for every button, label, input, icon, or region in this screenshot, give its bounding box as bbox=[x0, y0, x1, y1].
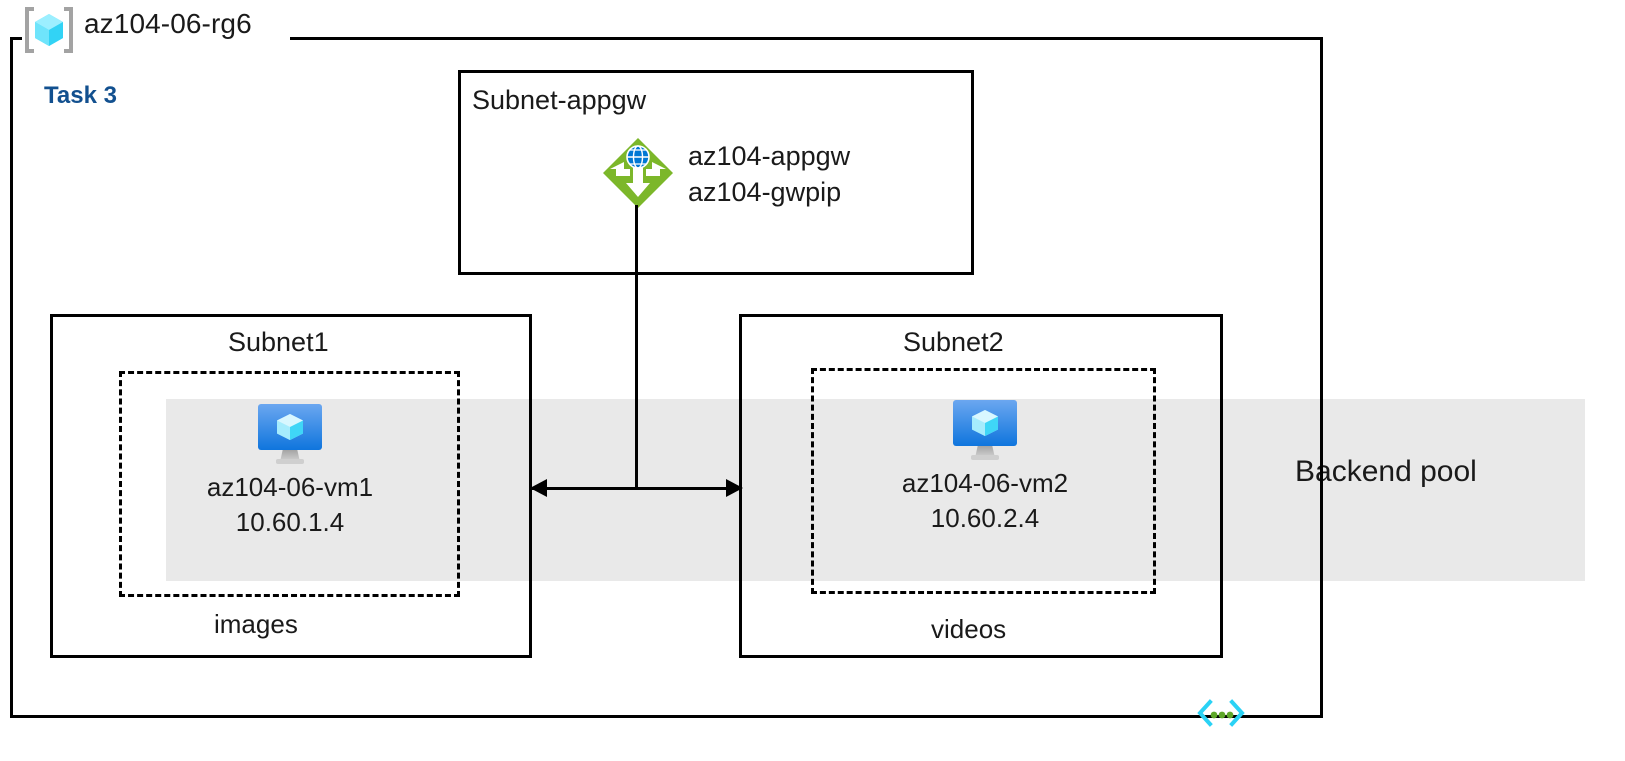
application-gateway-icon bbox=[603, 138, 673, 208]
subnet-link-connector bbox=[532, 487, 740, 490]
connector-arrow-right bbox=[726, 479, 743, 497]
appgw-vertical-connector bbox=[635, 205, 638, 489]
virtual-machine-icon bbox=[258, 404, 322, 464]
vm1-block: az104-06-vm1 10.60.1.4 bbox=[170, 398, 410, 539]
subnet1-box bbox=[50, 314, 532, 658]
vm1-name: az104-06-vm1 bbox=[206, 472, 374, 502]
resource-group-border-top-right bbox=[290, 37, 1323, 40]
resource-group-name: az104-06-rg6 bbox=[84, 8, 252, 39]
vm1-ip: 10.60.1.4 bbox=[235, 506, 345, 537]
resource-group-border-right bbox=[1320, 37, 1323, 718]
resource-group-border-left bbox=[10, 37, 13, 718]
subnet1-title: Subnet1 bbox=[228, 327, 329, 357]
task-label: Task 3 bbox=[44, 82, 117, 109]
resource-group-border-bottom bbox=[10, 715, 1323, 718]
subnet2-asg-label: videos bbox=[931, 614, 1007, 644]
virtual-machine-icon bbox=[953, 400, 1017, 460]
resource-group-border-top-left bbox=[10, 37, 22, 40]
subnet-appgw-box bbox=[458, 70, 974, 275]
application-gateway-node: az104-appgw az104-gwpip bbox=[600, 135, 850, 211]
connector-arrow-left bbox=[530, 479, 547, 497]
subnet1-asg-label: images bbox=[214, 609, 298, 639]
backend-pool-label: Backend pool bbox=[1295, 455, 1477, 488]
subnet1-asg-box bbox=[119, 371, 460, 597]
subnet2-box bbox=[739, 314, 1223, 658]
vm2-ip: 10.60.2.4 bbox=[930, 502, 1040, 533]
vm2-name: az104-06-vm2 bbox=[901, 468, 1069, 498]
subnet-appgw-title: Subnet-appgw bbox=[472, 85, 647, 115]
vm2-block: az104-06-vm2 10.60.2.4 bbox=[865, 394, 1105, 535]
appgw-pip-name: az104-gwpip bbox=[688, 176, 842, 207]
backend-pool-band bbox=[166, 399, 1585, 581]
subnet2-asg-box bbox=[811, 368, 1156, 594]
resource-group-icon bbox=[25, 7, 73, 53]
virtual-network-code-icon bbox=[1197, 699, 1245, 727]
subnet2-title: Subnet2 bbox=[903, 327, 1004, 357]
appgw-name: az104-appgw bbox=[688, 141, 851, 171]
